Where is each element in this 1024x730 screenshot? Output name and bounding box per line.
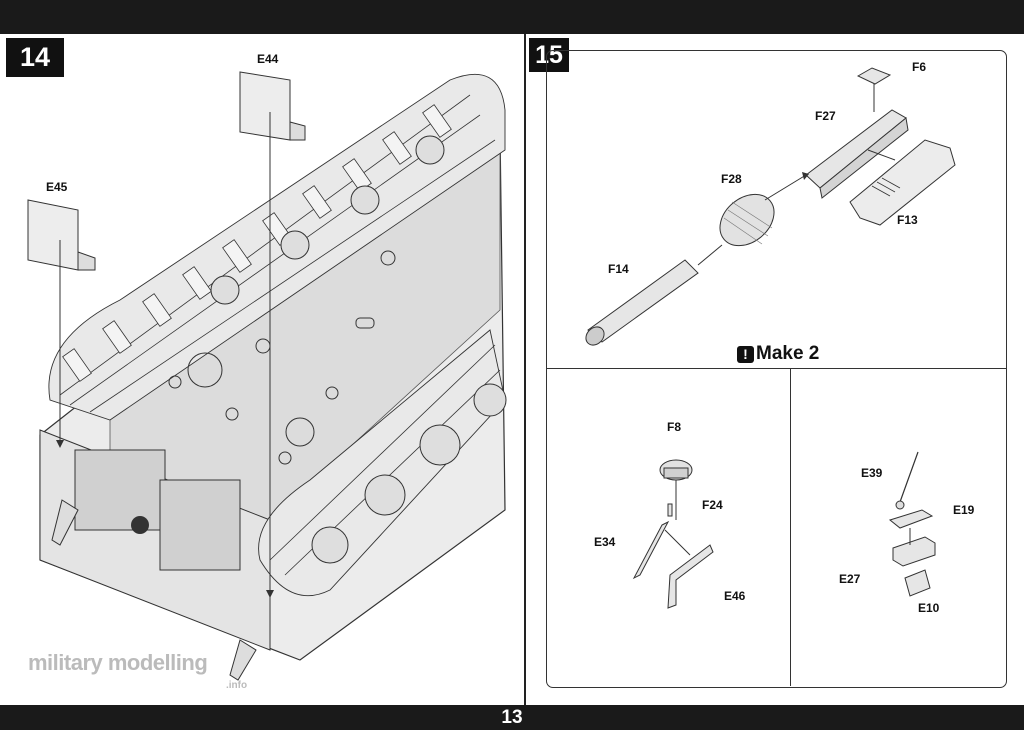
part-label-f6: F6 xyxy=(912,60,927,74)
step-15-subsection-divider xyxy=(790,368,791,686)
part-label-e46: E46 xyxy=(724,589,746,603)
part-label-f27: F27 xyxy=(815,109,836,123)
watermark: military modelling xyxy=(28,650,208,675)
part-label-f24: F24 xyxy=(702,498,723,512)
step-14-badge: 14 xyxy=(6,38,64,77)
watermark-suffix: .info xyxy=(226,680,248,691)
page-divider xyxy=(524,34,526,705)
step-15-section-divider xyxy=(546,368,1006,369)
part-label-f14: F14 xyxy=(608,262,629,276)
part-label-e10: E10 xyxy=(918,601,940,615)
part-label-e45: E45 xyxy=(46,180,68,194)
part-label-e39: E39 xyxy=(861,466,883,480)
part-label-e44: E44 xyxy=(257,52,279,66)
part-label-f8: F8 xyxy=(667,420,682,434)
bottom-bar xyxy=(0,705,1024,730)
page-number: 13 xyxy=(501,707,523,728)
step-15-frame xyxy=(546,50,1007,688)
part-label-e34: E34 xyxy=(594,535,616,549)
part-label-f28: F28 xyxy=(721,172,742,186)
top-bar xyxy=(0,0,1024,34)
part-label-e19: E19 xyxy=(953,503,975,517)
part-label-e27: E27 xyxy=(839,572,861,586)
exclamation-icon: ! xyxy=(737,345,754,363)
part-label-f13: F13 xyxy=(897,213,918,227)
make-2-note: ! Make 2 xyxy=(737,343,819,365)
make-2-label: Make 2 xyxy=(756,343,820,364)
